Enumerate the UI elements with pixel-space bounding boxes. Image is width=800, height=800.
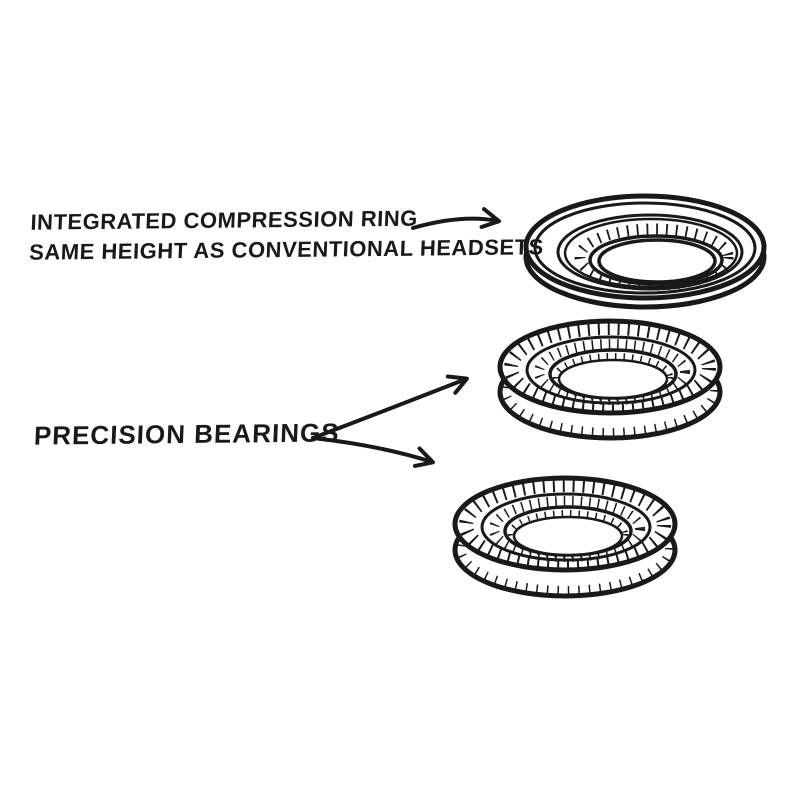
compression-ring-annotation-line2: SAME HEIGHT AS CONVENTIONAL HEADSETS xyxy=(28,233,545,265)
arrow-to-compression-ring xyxy=(411,207,501,230)
integrated-compression-ring-drawing xyxy=(523,193,767,310)
precision-bearings-annotation: PRECISION BEARINGS xyxy=(33,417,341,451)
arrow-to-lower-bearing xyxy=(311,436,435,468)
compression-ring-annotation: INTEGRATED COMPRESSION RING SAME HEIGHT … xyxy=(29,202,546,267)
arrow-to-upper-bearing xyxy=(311,374,469,440)
upper-precision-bearing-drawing xyxy=(497,318,723,441)
lower-precision-bearing-drawing xyxy=(452,475,678,599)
